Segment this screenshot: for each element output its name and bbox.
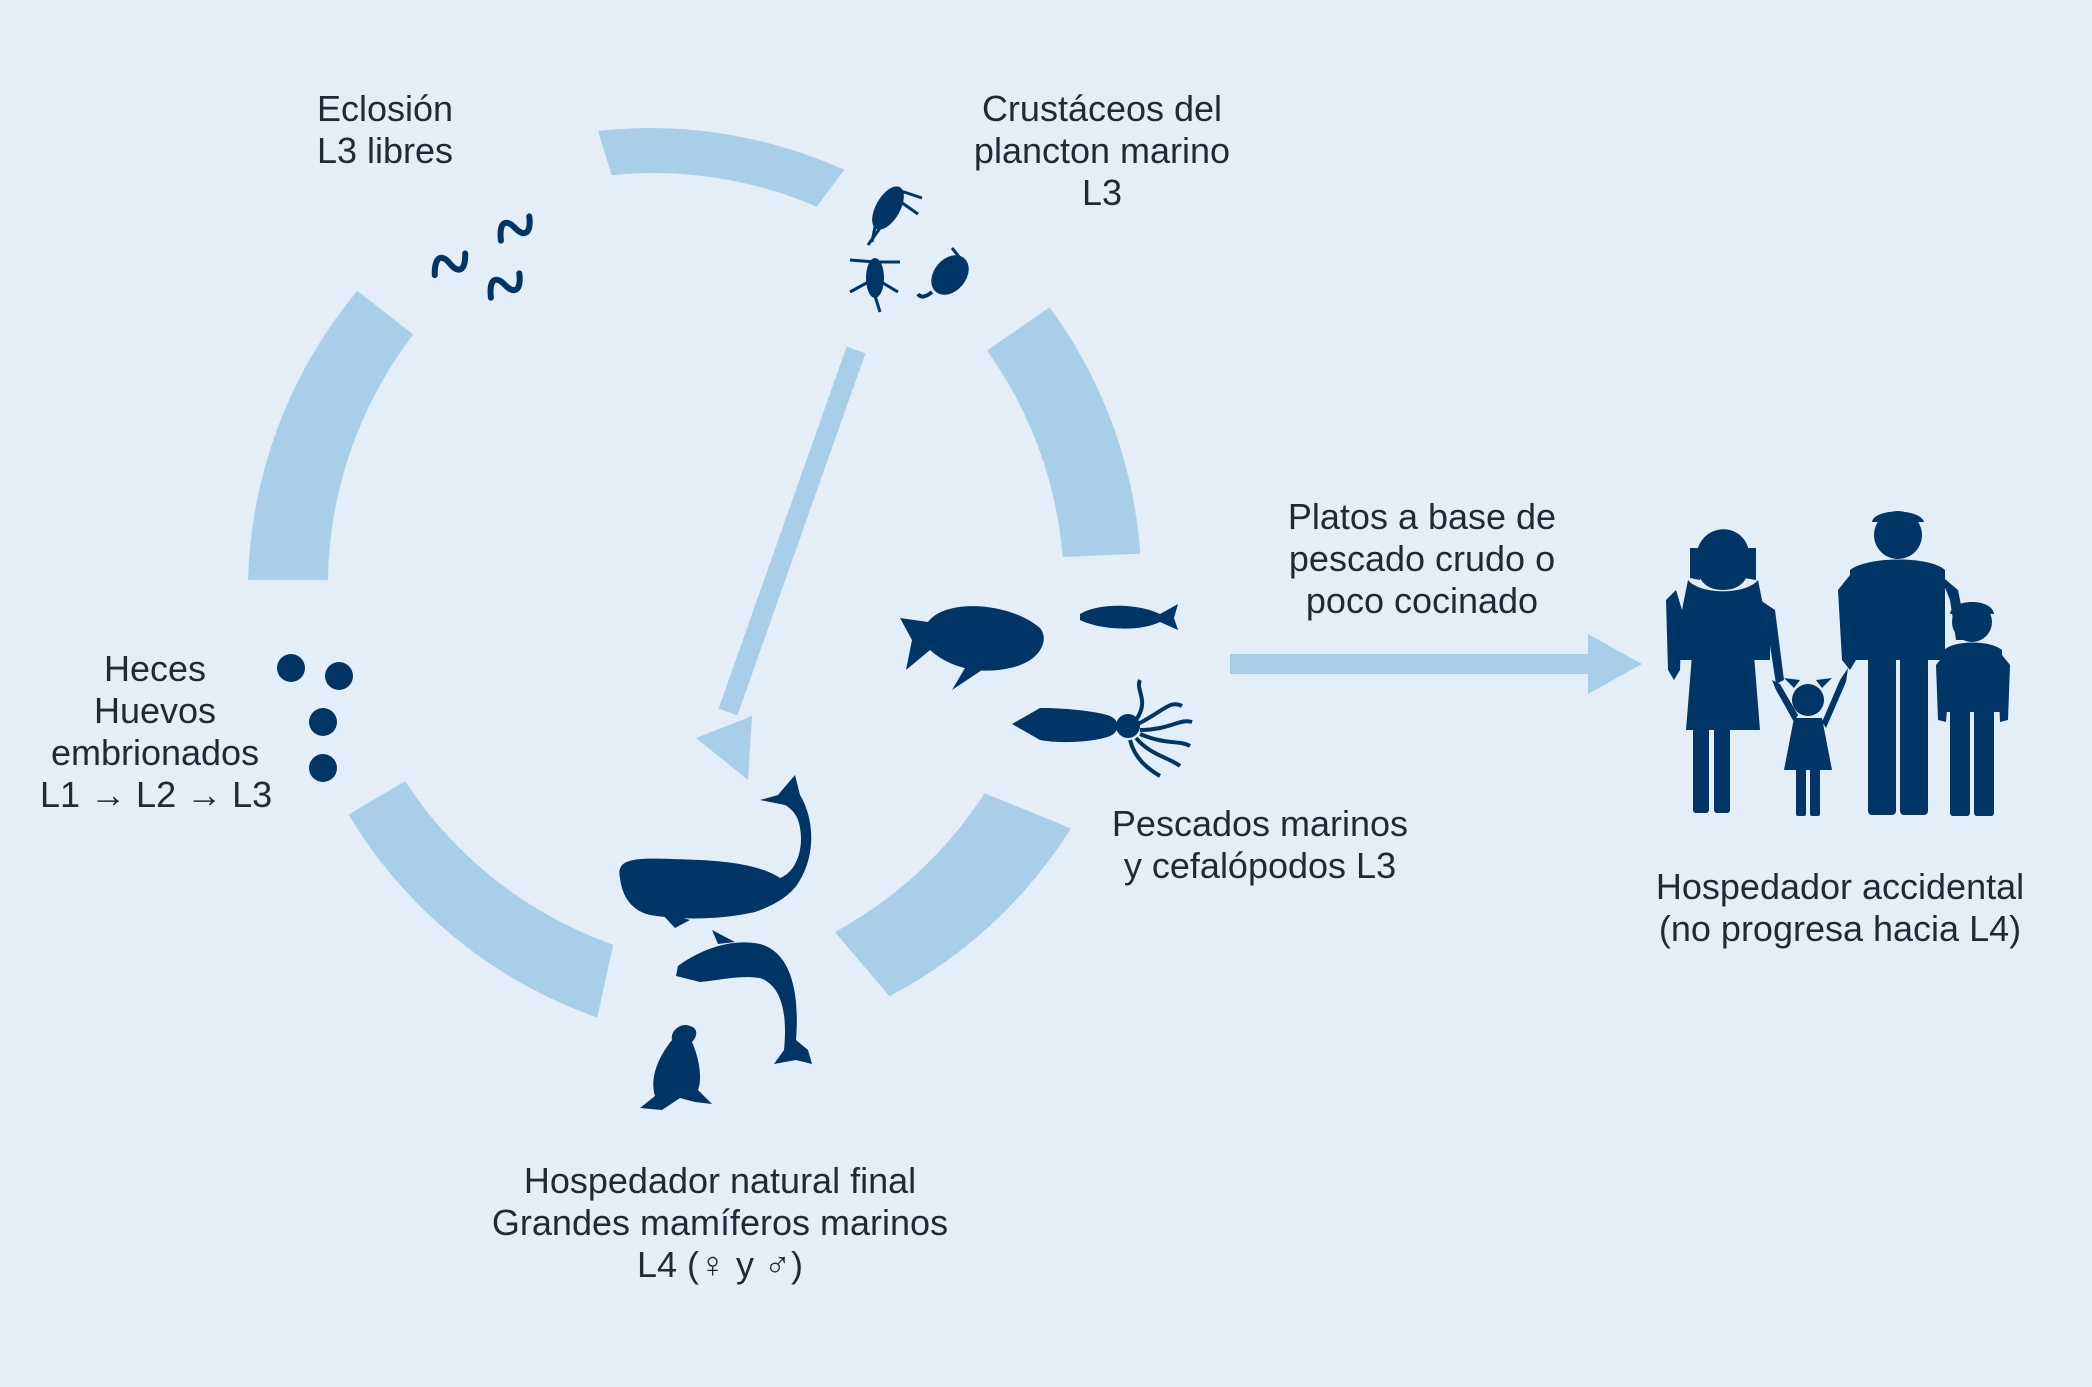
label-dishes: Platos a base de pescado crudo o poco co… xyxy=(1282,496,1562,622)
label-dishes-line3: poco cocinado xyxy=(1305,580,1539,621)
cycle-ring xyxy=(248,128,1141,1018)
label-final-host-line2: Grandes mamíferos marinos xyxy=(491,1202,949,1243)
label-accidental-host-line1: Hospedador accidental xyxy=(1655,866,2025,907)
family-icon xyxy=(1666,511,2010,816)
label-final-host-line3: L4 (♀ y ♂) xyxy=(636,1244,804,1285)
label-accidental-host-line2: (no progresa hacia L4) xyxy=(1658,908,2022,949)
label-final-host-line1: Hospedador natural final xyxy=(523,1160,917,1201)
label-feces-line4: L1 → L2 → L3 xyxy=(40,774,273,815)
arrow-fish-to-human xyxy=(1230,634,1642,694)
label-fish: Pescados marinos y cefalópodos L3 xyxy=(1110,803,1410,887)
egg-icon xyxy=(277,654,353,782)
ring-segment-top xyxy=(598,128,845,207)
label-feces-line2: Huevos xyxy=(93,690,217,731)
label-crustaceans: Crustáceos del plancton marino L3 xyxy=(962,88,1242,214)
dolphin-icon xyxy=(676,930,812,1064)
arrow-plankton-to-host xyxy=(696,346,866,780)
label-crustaceans-line1: Crustáceos del xyxy=(981,88,1223,129)
fish-icon xyxy=(900,604,1178,690)
ring-segment-upper-right xyxy=(987,307,1141,557)
label-dishes-line2: pescado crudo o xyxy=(1288,538,1556,579)
sperm-whale-icon xyxy=(619,775,812,928)
label-feces-line1: Heces xyxy=(103,648,207,689)
label-dishes-line1: Platos a base de xyxy=(1287,496,1557,537)
label-hatching-line1: Eclosión xyxy=(316,88,454,129)
ring-segment-left xyxy=(248,290,414,580)
label-final-host: Hospedador natural final Grandes mamífer… xyxy=(490,1160,950,1286)
label-fish-line2: y cefalópodos L3 xyxy=(1123,845,1397,886)
ring-segment-lower-right xyxy=(834,793,1071,997)
plankton-crustacean-icon xyxy=(849,186,969,313)
label-feces-line3: embrionados xyxy=(50,732,260,773)
ring-segment-bottom xyxy=(348,781,614,1018)
label-crustaceans-line3: L3 xyxy=(1081,172,1123,213)
label-hatching: Eclosión L3 libres xyxy=(290,88,480,172)
squid-icon xyxy=(1012,679,1193,778)
sea-lion-icon xyxy=(640,1024,712,1110)
label-accidental-host: Hospedador accidental (no progresa hacia… xyxy=(1650,866,2030,950)
label-crustaceans-line2: plancton marino xyxy=(973,130,1231,171)
label-fish-line1: Pescados marinos xyxy=(1111,803,1409,844)
larva-icon xyxy=(430,212,535,300)
label-feces: Heces Huevos embrionados L1 → L2 → L3 xyxy=(40,648,273,816)
label-hatching-line2: L3 libres xyxy=(316,130,454,171)
